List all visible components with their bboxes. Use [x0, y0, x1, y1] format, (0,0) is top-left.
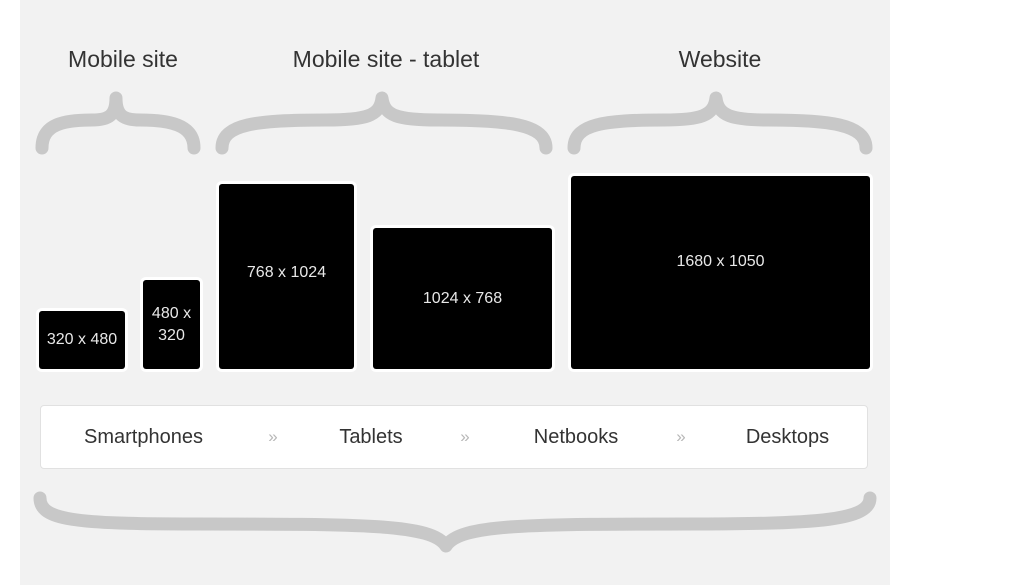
screen-320x480: 320 x 480 [39, 311, 125, 369]
group-label-mobile-site-tablet: Mobile site - tablet [292, 46, 480, 72]
chevron-right-icon: » [676, 427, 686, 446]
device-smartphones: Smartphones [84, 426, 203, 448]
screen-label: 1680 x 1050 [676, 252, 765, 270]
brace-mobile-site [35, 91, 201, 155]
chevron-right-icon: » [460, 427, 470, 446]
screen-768x1024: 768 x 1024 [219, 184, 354, 369]
device-tablets: Tablets [339, 426, 403, 448]
brace-website [567, 91, 873, 155]
screen-label: 320 x 480 [46, 331, 118, 348]
brace-all-devices [33, 491, 877, 553]
brace-mobile-site-tablet [215, 91, 553, 155]
screen-label: 480 x 320 [151, 304, 192, 344]
screen-480x320: 480 x 320 [143, 280, 200, 369]
screen-label: 768 x 1024 [246, 263, 327, 281]
group-label-mobile-site: Mobile site [68, 46, 178, 72]
screen-1680x1050: 1680 x 1050 [571, 176, 870, 369]
device-desktops: Desktops [745, 426, 830, 448]
group-label-website: Website [678, 46, 762, 72]
screen-label: 1024 x 768 [422, 289, 503, 307]
device-category-bar: Smartphones » Tablets » Netbooks » Deskt… [40, 405, 868, 469]
device-netbooks: Netbooks [533, 426, 619, 448]
screen-1024x768: 1024 x 768 [373, 228, 552, 369]
chevron-right-icon: » [268, 427, 278, 446]
